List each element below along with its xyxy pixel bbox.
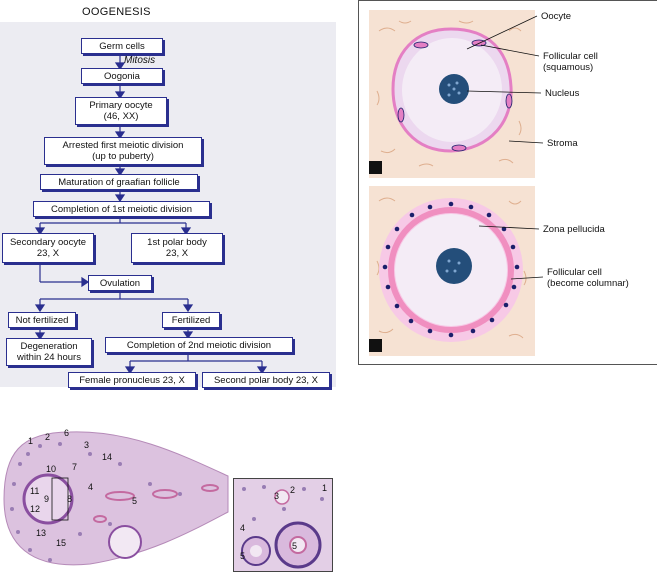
- follicle-illustration: [369, 10, 544, 356]
- nucleus-chromatin: [447, 81, 461, 97]
- label-follicular-cell-columnar: Follicular cell (become columnar): [547, 267, 629, 289]
- box-second-polar-body: Second polar body 23, X: [202, 372, 330, 388]
- box-ovulation: Ovulation: [88, 275, 152, 291]
- ovary-label-7: 7: [72, 462, 78, 472]
- mitosis-label: Mitosis: [124, 55, 156, 66]
- ovary-micrograph: 1 2 6 3 14 10 7 4 9 8 11 12 5 13 15: [0, 424, 232, 574]
- oogenesis-flowchart: OOGENESIS: [0, 0, 340, 395]
- box-oogonia: Oogonia: [81, 68, 163, 84]
- callout-lines-top: [466, 15, 544, 144]
- ovary-label-8: 8: [67, 494, 73, 504]
- inset-label-1: 1: [322, 483, 328, 493]
- box-degeneration: Degeneration within 24 hours: [6, 338, 92, 366]
- inset-label-5b: 5: [292, 541, 298, 551]
- zona-pellucida-ring: [388, 207, 514, 333]
- large-follicle: [108, 525, 142, 559]
- box-not-fertilized: Not fertilized: [8, 312, 76, 328]
- ovary-label-14: 14: [102, 452, 113, 462]
- stroma-fibers-bottom: [376, 197, 527, 339]
- box-maturation-graafian: Maturation of graafian follicle: [40, 174, 198, 190]
- box-female-pronucleus: Female pronucleus 23, X: [68, 372, 196, 388]
- inset-label-2: 2: [290, 485, 296, 495]
- ovary-label-10: 10: [46, 464, 57, 474]
- ovary-label-11: 11: [30, 486, 40, 496]
- inset-primordial: [274, 489, 290, 505]
- inset-label-3: 3: [274, 491, 280, 501]
- box-secondary-oocyte: Secondary oocyte 23, X: [2, 233, 94, 263]
- box-arrested-first-meiotic: Arrested first meiotic division (up to p…: [44, 137, 202, 165]
- panel-marker-top: [369, 161, 382, 174]
- box-fertilized: Fertilized: [162, 312, 220, 328]
- ovary-label-1: 1: [28, 436, 34, 446]
- follicle-illustration-frame: Oocyte Follicular cell (squamous) Nucleu…: [358, 0, 657, 365]
- ovary-label-13: 13: [36, 528, 47, 538]
- box-germ-cells: Germ cells: [81, 38, 163, 54]
- box-first-polar-body: 1st polar body 23, X: [131, 233, 223, 263]
- ovary-label-9: 9: [44, 494, 50, 504]
- panel-marker-bottom: [369, 339, 382, 352]
- label-follicular-cell-squamous: Follicular cell (squamous): [543, 51, 598, 73]
- ovary-label-4: 4: [88, 482, 94, 492]
- ovary-inset-micrograph: 3 2 1 4 5 5: [233, 478, 333, 572]
- inset-label-4: 4: [240, 523, 246, 533]
- ovary-label-2: 2: [45, 432, 51, 442]
- box-primary-oocyte: Primary oocyte (46, XX): [75, 97, 167, 125]
- callout-lines-bottom: [478, 225, 544, 280]
- oocyte-nucleus-2: [436, 248, 472, 284]
- flowchart-arrows: [34, 53, 268, 375]
- box-completion-2nd-meiotic: Completion of 2nd meiotic division: [105, 337, 293, 353]
- inset-box-marker: [51, 477, 69, 521]
- ovary-label-12: 12: [30, 504, 41, 514]
- ovary-section: [3, 431, 229, 566]
- ovary-cortex-cells: [10, 442, 182, 562]
- blood-vessels: [93, 484, 219, 523]
- inset-label-5a: 5: [240, 551, 246, 561]
- flowchart-title: OOGENESIS: [82, 6, 151, 18]
- stroma-fibers-top: [376, 20, 522, 167]
- ovary-label-3: 3: [84, 440, 90, 450]
- label-stroma: Stroma: [547, 138, 578, 149]
- label-oocyte: Oocyte: [541, 11, 572, 22]
- ovary-label-5: 5: [132, 496, 138, 506]
- ovary-label-15: 15: [56, 538, 67, 548]
- label-nucleus: Nucleus: [545, 88, 580, 99]
- columnar-follicular-cells: [382, 201, 520, 338]
- label-zona-pellucida: Zona pellucida: [543, 224, 605, 235]
- ovary-label-6: 6: [64, 428, 70, 438]
- box-completion-1st-meiotic: Completion of 1st meiotic division: [33, 201, 210, 217]
- graafian-follicle: [22, 473, 74, 525]
